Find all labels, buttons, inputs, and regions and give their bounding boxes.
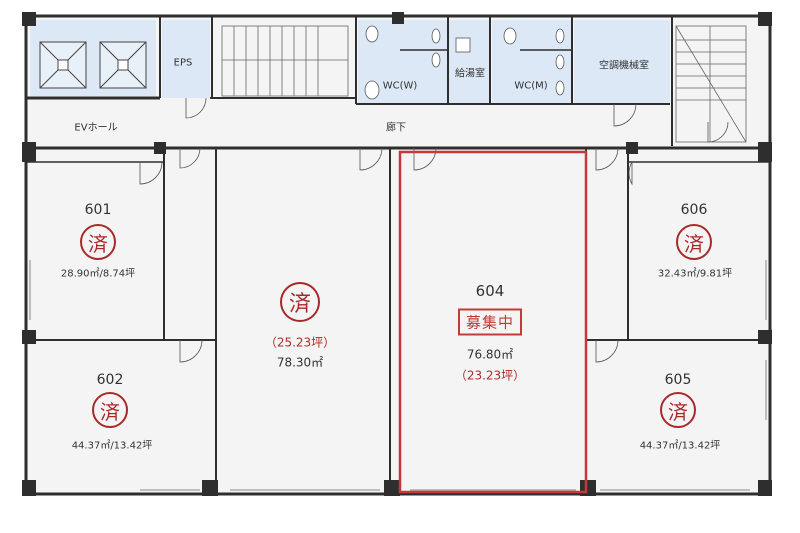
unit-606-area: 32.43㎡/9.81坪 [657,268,733,280]
unit-604-highlight [398,150,588,494]
contracted-stamp-icon: 済 [92,392,128,428]
unit-601-number: 601 [84,202,112,218]
structural-columns [22,12,772,496]
unit-606-number: 606 [680,202,708,218]
eps-label: EPS [173,57,193,69]
unit-604-sqm: 76.80㎡ [466,347,514,362]
unit-602-area: 44.37㎡/13.42坪 [71,440,153,452]
contracted-stamp-icon: 済 [80,224,116,260]
wc-men-label: WC(M) [514,80,548,92]
stairs-right [675,25,747,143]
ev-hall-label: EVホール [74,122,118,134]
toilet-fixtures-icon [364,25,565,100]
door-swings [139,97,729,363]
contracted-stamp-icon: 済 [660,392,696,428]
unit-602-number: 602 [96,372,124,388]
unit-603-tsubo: （25.23坪） [264,335,336,350]
wc-women-label: WC(W) [382,80,418,92]
recruiting-badge: 募集中 [457,308,523,336]
unit-604-tsubo: （23.23坪） [454,368,526,383]
windows [29,260,767,491]
contracted-stamp-icon: 済 [280,282,320,322]
unit-605-number: 605 [664,372,692,388]
unit-603-sqm: 78.30㎡ [276,355,324,370]
elevator-icon [39,41,147,89]
unit-601-area: 28.90㎡/8.74坪 [60,268,136,280]
contracted-stamp-icon: 済 [676,224,712,260]
unit-604-number: 604 [475,282,505,300]
unit-605-area: 44.37㎡/13.42坪 [639,440,721,452]
eps-zone [162,20,210,98]
kitchenette-label: 給湯室 [455,68,485,80]
machine-room-label: 空調機械室 [599,60,649,72]
machine-room-zone [574,20,670,104]
kitchenette-zone [448,20,490,104]
corridor-label: 廊下 [386,122,406,134]
stairs-left [221,25,349,97]
